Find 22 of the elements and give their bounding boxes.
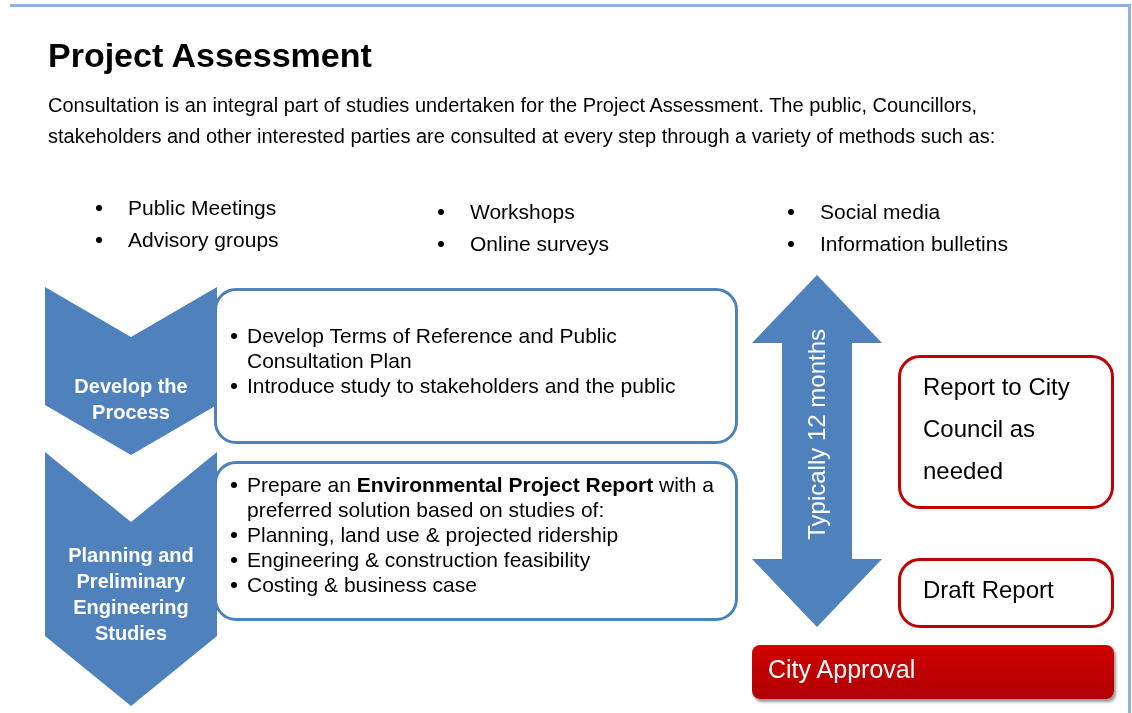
title: Project Assessment	[48, 36, 372, 75]
duration-label: Typically 12 months	[802, 329, 831, 540]
rounded-box	[214, 461, 738, 621]
rounded-box: Report to City Council as needed	[898, 355, 1114, 509]
list-item: Workshops	[470, 200, 575, 223]
rounded-box: Draft Report	[898, 558, 1114, 628]
intro-paragraph: Consultation is an integral part of studies undertaken for the Project Assessment. The public, Councillors, stakeholders and other interested parties are consulted at every step through a variety of methods such as:	[48, 93, 997, 149]
list-item: Planning, land use & projected ridership	[247, 523, 619, 546]
list-item: Information bulletins	[820, 232, 1008, 255]
list-item: Advisory groups	[128, 228, 279, 251]
list-item: Introduce study to stakeholders and the public	[247, 374, 676, 397]
list-item: Engineering & construction feasibility	[247, 548, 591, 571]
list-item: Public Meetings	[128, 196, 277, 219]
banner: City Approval	[752, 645, 1114, 699]
list-item: Social media	[820, 200, 941, 223]
step-label: Develop the Process	[73, 374, 189, 425]
list-item: Develop Terms of Reference and Public Consultation Plan	[247, 324, 617, 372]
list-item: Costing & business case	[247, 573, 477, 596]
list-item: Online surveys	[470, 232, 609, 255]
list-item: Prepare an Environmental Project Report with a preferred solution based on studies of:	[247, 473, 714, 521]
rounded-box	[214, 288, 738, 444]
step-label: Planning and Preliminary Engineering Studies	[67, 543, 195, 646]
